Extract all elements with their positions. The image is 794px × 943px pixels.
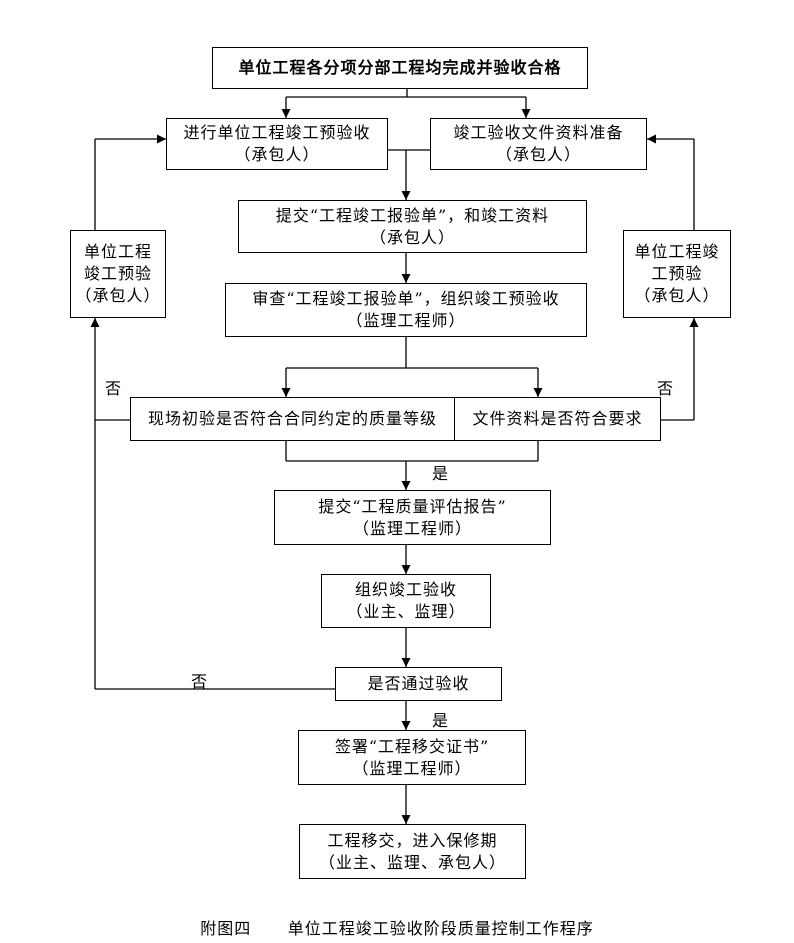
docs-prep-line2: （承包人） [495, 145, 581, 164]
label-no-bottom: 否 [191, 672, 208, 691]
submit-line1: 提交“工程竣工报验单”，和竣工资料 [275, 205, 550, 225]
review-line2: （监理工程师） [346, 311, 466, 330]
left-side-line1: 单位工程 [83, 242, 152, 261]
right-side-line3: （承包人） [634, 286, 720, 305]
review-line1: 审查“工程竣工报验单”，组织竣工预验收 [252, 289, 560, 308]
label-yes-1: 是 [432, 464, 449, 483]
submit-line2: （承包人） [369, 227, 455, 247]
left-pre-acceptance-node: 单位工程 竣工预验 （承包人） [70, 230, 166, 318]
docs-prep-line1: 竣工验收文件资料准备 [453, 123, 624, 142]
quality-report-line2: （监理工程师） [352, 518, 472, 538]
label-no-right: 否 [657, 379, 674, 398]
organize-line2: （业主、监理） [346, 602, 466, 621]
submit-node: 提交“工程竣工报验单”，和竣工资料 （承包人） [238, 200, 587, 253]
sign-line1: 签署“工程移交证书” [334, 736, 490, 756]
handover-line2: （业主、监理、承包人） [318, 852, 506, 872]
quality-report-line1: 提交“工程质量评估报告” [318, 496, 507, 516]
right-side-line1: 单位工程竣 [634, 242, 720, 261]
figure-title: 单位工程竣工验收阶段质量控制工作程序 [287, 919, 594, 938]
start-node: 单位工程各分项分部工程均完成并验收合格 [212, 47, 588, 89]
figure-caption: 附图四 单位工程竣工验收阶段质量控制工作程序 [0, 915, 794, 939]
left-side-line2: 竣工预验 [83, 264, 152, 283]
pre-acceptance-line2: （承包人） [234, 145, 320, 164]
label-no-left: 否 [105, 379, 122, 398]
check-quality-node: 现场初验是否符合合同约定的质量等级 [130, 397, 455, 441]
start-node-text: 单位工程各分项分部工程均完成并验收合格 [238, 58, 562, 77]
right-side-line2: 工预验 [651, 264, 703, 283]
label-yes-2: 是 [432, 711, 449, 730]
check-quality-text: 现场初验是否符合合同约定的质量等级 [147, 409, 437, 428]
sign-certificate-node: 签署“工程移交证书” （监理工程师） [298, 730, 526, 785]
pre-acceptance-line1: 进行单位工程竣工预验收 [183, 123, 371, 142]
handover-line1: 工程移交，进入保修期 [327, 830, 498, 850]
docs-prep-node: 竣工验收文件资料准备 （承包人） [430, 118, 647, 170]
pass-check-text: 是否通过验收 [367, 674, 470, 693]
check-docs-text: 文件资料是否符合要求 [472, 409, 643, 428]
organize-line1: 组织竣工验收 [354, 580, 457, 599]
right-pre-acceptance-node: 单位工程竣 工预验 （承包人） [623, 230, 731, 318]
figure-number: 附图四 [200, 919, 252, 938]
sign-line2: （监理工程师） [352, 758, 472, 778]
pass-check-node: 是否通过验收 [335, 667, 502, 701]
quality-report-node: 提交“工程质量评估报告” （监理工程师） [274, 490, 551, 545]
pre-acceptance-node: 进行单位工程竣工预验收 （承包人） [166, 118, 388, 170]
handover-node: 工程移交，进入保修期 （业主、监理、承包人） [299, 824, 526, 879]
check-docs-node: 文件资料是否符合要求 [454, 397, 661, 441]
review-node: 审查“工程竣工报验单”，组织竣工预验收 （监理工程师） [225, 283, 587, 337]
organize-node: 组织竣工验收 （业主、监理） [321, 574, 491, 628]
left-side-line3: （承包人） [75, 286, 161, 305]
